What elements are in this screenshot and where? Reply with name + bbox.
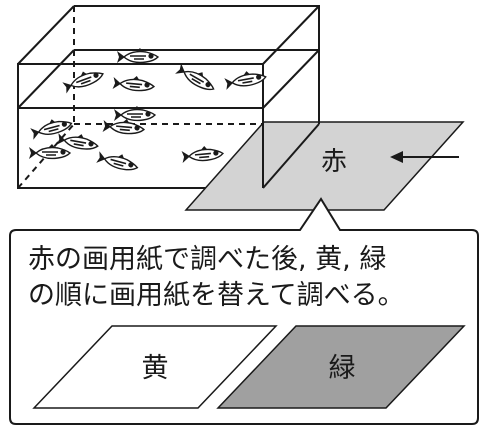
fish-icon [114, 106, 157, 122]
fish-icon [181, 146, 224, 163]
fish-icon [62, 71, 104, 94]
callout-line-1: 赤の画用紙で調べた後, 黄, 緑 [28, 244, 386, 275]
yellow-paper: 黄 [32, 325, 278, 409]
callout-line-2: の順に画用紙を替えて調べる。 [28, 280, 405, 311]
fish-icon [224, 71, 267, 90]
green-paper-label: 緑 [329, 353, 356, 384]
fish-icon [30, 119, 73, 140]
green-paper: 緑 [216, 325, 466, 409]
fish-icon [117, 48, 160, 64]
fish-school [29, 48, 267, 171]
fish-icon [175, 63, 215, 91]
yellow-paper-label: 黄 [142, 353, 169, 384]
arrow-left-icon [390, 151, 459, 163]
fish-icon [29, 144, 72, 160]
fish-icon [102, 119, 146, 135]
fish-icon [56, 133, 99, 150]
fish-icon [112, 76, 156, 92]
red-paper: 赤 [184, 50, 465, 211]
fish-icon [96, 151, 139, 171]
red-paper-label: 赤 [321, 147, 347, 177]
